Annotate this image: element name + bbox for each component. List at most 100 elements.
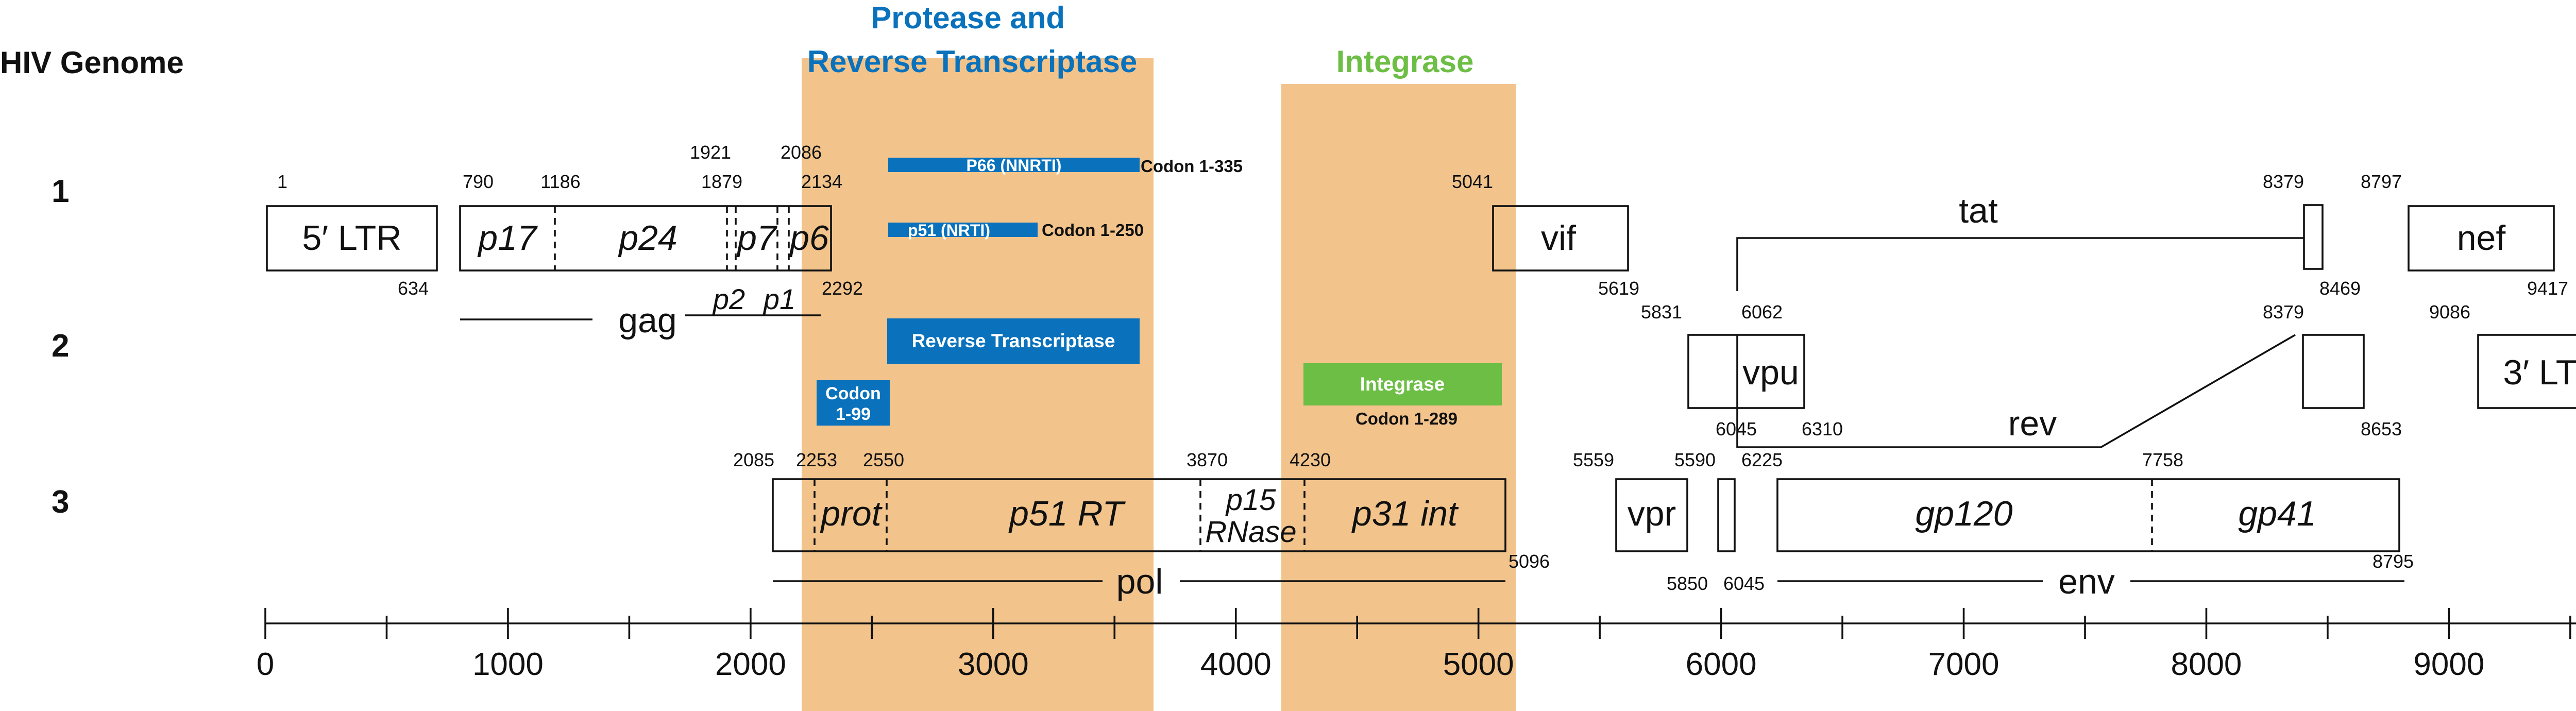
pos-8379b: 8379 — [2263, 301, 2304, 323]
pos-1186: 1186 — [540, 171, 580, 192]
pos-5619: 5619 — [1598, 278, 1639, 299]
p2-label: p2 — [712, 283, 745, 315]
codon-1-99-label-1: Codon — [825, 384, 881, 403]
gp120-label: gp120 — [1915, 494, 2012, 533]
row-label-1: 1 — [52, 174, 69, 209]
pos-5559: 5559 — [1573, 449, 1614, 470]
gag-label: gag — [618, 301, 676, 340]
diagram-title: HIV Genome — [0, 45, 184, 80]
axis-tick-label: 2000 — [715, 647, 786, 682]
genome-axis-ticks: 0100020003000400050006000700080009000971… — [257, 608, 2571, 682]
integrase-bar-label: Integrase — [1360, 374, 1445, 395]
integrase-bar — [1303, 363, 1502, 405]
pos-2086: 2086 — [781, 142, 822, 163]
pos-8469: 8469 — [2319, 278, 2361, 299]
rev-label: rev — [2008, 404, 2057, 443]
axis-tick-label: 0 — [257, 647, 274, 682]
pos-8795: 8795 — [2372, 551, 2414, 572]
rt-bar-label: Reverse Transcriptase — [912, 330, 1115, 351]
vpu-label: vpu — [1742, 353, 1799, 392]
axis-tick-label: 4000 — [1200, 647, 1272, 682]
p24-label: p24 — [618, 218, 677, 258]
pos-8379a: 8379 — [2263, 171, 2304, 192]
pos-634: 634 — [398, 278, 429, 299]
p66-bar — [888, 158, 1140, 172]
rev-exon2-box — [2302, 334, 2365, 409]
tat-connector — [1736, 237, 2304, 291]
pos-6225: 6225 — [1741, 449, 1783, 470]
p17-label: p17 — [477, 218, 538, 258]
p51rt-label: p51 RT — [1008, 494, 1126, 533]
vpr-box — [1615, 478, 1688, 552]
pol-label: pol — [1116, 562, 1163, 601]
ltr3-box — [2477, 334, 2576, 409]
vif-box — [1492, 205, 1629, 272]
pos-1: 1 — [277, 171, 287, 192]
p51-codon-label: Codon 1-250 — [1042, 221, 1144, 240]
prot-label: prot — [820, 494, 883, 533]
axis-tick-label: 7000 — [1928, 647, 1999, 682]
pos-5831: 5831 — [1641, 301, 1682, 323]
tat-label: tat — [1959, 191, 1998, 230]
ltr3-label: 3′ LTR — [2503, 353, 2576, 392]
rnase-label: RNase — [1205, 515, 1296, 549]
p7-label: p7 — [736, 218, 777, 258]
row-label-2: 2 — [52, 328, 69, 364]
pos-5850: 5850 — [1667, 573, 1708, 594]
pos-6310: 6310 — [1802, 418, 1843, 439]
p6-label: p6 — [789, 218, 829, 258]
axis-tick-label: 1000 — [472, 647, 544, 682]
pol-box — [772, 478, 1506, 552]
tat-exon2-box — [2303, 204, 2324, 270]
pos-3870: 3870 — [1187, 449, 1228, 470]
axis-tick-label: 9000 — [2413, 647, 2484, 682]
pos-1879: 1879 — [701, 171, 742, 192]
nef-box — [2408, 205, 2555, 272]
integrase-header: Integrase — [1336, 44, 1474, 79]
p66-bar-label: P66 (NNRTI) — [967, 156, 1062, 175]
ltr5-box — [266, 205, 438, 272]
pos-6045b: 6045 — [1723, 573, 1765, 594]
pos-5590: 5590 — [1674, 449, 1716, 470]
axis-tick-label: 6000 — [1686, 647, 1757, 682]
vif-label: vif — [1541, 218, 1576, 258]
pos-790: 790 — [463, 171, 494, 192]
vpr-small-box — [1717, 478, 1736, 552]
pos-7758: 7758 — [2142, 449, 2183, 470]
pos-6062: 6062 — [1741, 301, 1783, 323]
integrase-codon-label: Codon 1-289 — [1355, 409, 1458, 428]
pos-5096: 5096 — [1509, 551, 1550, 572]
pos-6045a: 6045 — [1716, 418, 1757, 439]
protease-rt-header: Protease and Reverse Transcriptase — [807, 1, 1137, 79]
p51-bar — [888, 223, 1038, 237]
p31int-label: p31 int — [1351, 494, 1459, 533]
p66-codon-label: Codon 1-335 — [1141, 157, 1243, 176]
env-box — [1776, 478, 2400, 552]
axis-tick-label: 8000 — [2171, 647, 2242, 682]
pos-9086: 9086 — [2429, 301, 2470, 323]
pos-2253: 2253 — [796, 449, 837, 470]
row-label-3: 3 — [52, 484, 69, 520]
env-label: env — [2058, 562, 2115, 601]
nef-label: nef — [2457, 218, 2506, 258]
rt-bar — [887, 318, 1140, 364]
pos-9417: 9417 — [2527, 278, 2568, 299]
vpu-box — [1687, 334, 1805, 409]
codon-1-99-box — [817, 380, 890, 426]
p1-label: p1 — [762, 283, 795, 315]
axis-tick-label: 5000 — [1443, 647, 1514, 682]
axis-tick-label: 3000 — [958, 647, 1029, 682]
pos-2134: 2134 — [801, 171, 842, 192]
ltr5-label: 5′ LTR — [302, 218, 402, 258]
pos-2292: 2292 — [822, 278, 863, 299]
pos-2550: 2550 — [863, 449, 904, 470]
pos-8797: 8797 — [2361, 171, 2402, 192]
pos-8653: 8653 — [2361, 418, 2402, 439]
vpr-label: vpr — [1628, 494, 1676, 533]
rev-connector — [1736, 334, 2296, 448]
gp41-label: gp41 — [2238, 494, 2316, 533]
p51-bar-label: p51 (NRTI) — [908, 221, 990, 240]
pos-5041: 5041 — [1452, 171, 1493, 192]
protease-rt-header-line2: Reverse Transcriptase — [807, 44, 1137, 79]
